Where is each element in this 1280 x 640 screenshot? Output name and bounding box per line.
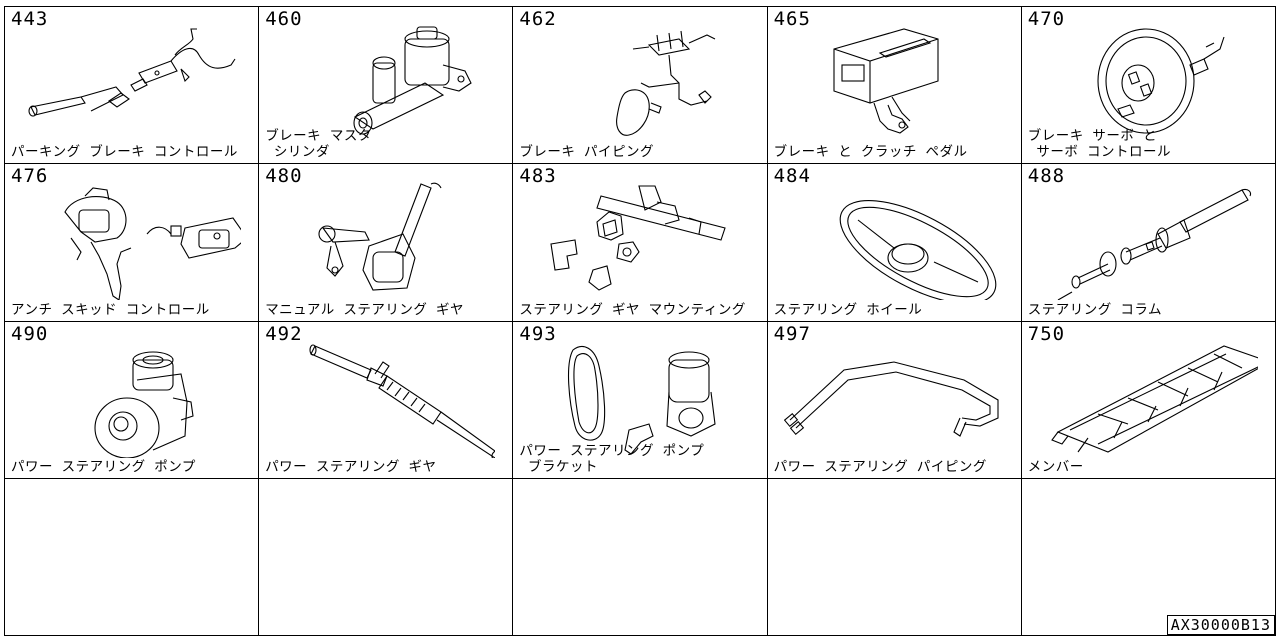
part-code: 492 — [265, 322, 303, 345]
part-label: アンチ スキッド コントロール — [11, 301, 210, 318]
part-cell-493[interactable]: 493 パワー ステアリング ポンプ ブラケット — [513, 321, 768, 479]
part-cell-490[interactable]: 490 パワー ステアリング ポンプ — [5, 321, 260, 479]
part-code: 462 — [519, 8, 557, 30]
power-steering-pump-icon — [94, 350, 194, 458]
part-code: 750 — [1027, 322, 1066, 345]
part-cell-476[interactable]: 476 アンチ スキッド コントロール — [5, 164, 260, 322]
part-label: パワー ステアリング ポンプ — [11, 458, 196, 475]
part-cell-483[interactable]: 483 ステアリング ギヤ マウンティング — [513, 164, 768, 322]
part-cell-462[interactable]: 462 ブレーキ パイピング — [513, 7, 768, 165]
part-code: 460 — [265, 8, 303, 30]
part-cell-470[interactable]: 470 ブレーキ サーボ と サーボ コントロール — [1021, 7, 1276, 165]
pedal-assembly-icon — [833, 28, 939, 134]
part-cell-465[interactable]: 465 ブレーキ と クラッチ ペダル — [767, 7, 1022, 165]
reference-code: AX30000B13 — [1166, 615, 1275, 635]
part-code: 465 — [773, 8, 811, 30]
part-code: 483 — [519, 165, 557, 188]
gear-mounting-icon — [550, 185, 727, 291]
brake-piping-icon — [616, 30, 716, 136]
parts-catalog-grid: 443 パーキング ブレーキ コントロール 460 — [4, 6, 1276, 636]
part-label: ブレーキ パイピング — [519, 144, 655, 161]
part-label: パワー ステアリング ポンプ ブラケット — [519, 442, 705, 475]
pump-bracket-icon — [568, 345, 716, 455]
part-cell-488[interactable]: 488 ステアリング コラム — [1021, 164, 1276, 322]
part-label: パワー ステアリング ギヤ — [265, 458, 437, 475]
part-cell-497[interactable]: 497 パワー ステアリング パイピング — [767, 321, 1022, 479]
member-frame-icon — [1050, 344, 1258, 453]
part-label: ステアリング ホイール — [773, 301, 923, 318]
master-cylinder-icon — [353, 26, 472, 135]
part-label: ステアリング コラム — [1027, 301, 1163, 318]
abs-unit-icon — [64, 187, 241, 301]
part-label: ブレーキ と クラッチ ペダル — [773, 144, 968, 161]
empty-cell — [513, 478, 768, 636]
rack-and-pinion-icon — [309, 343, 496, 458]
ps-piping-icon — [783, 360, 999, 437]
part-label: パーキング ブレーキ コントロール — [11, 144, 238, 161]
part-label: ブレーキ マスタ シリンダ — [265, 128, 372, 161]
part-code: 497 — [773, 322, 811, 345]
part-code: 493 — [519, 322, 557, 345]
part-code: 480 — [265, 165, 303, 188]
part-label: メンバー — [1027, 458, 1084, 475]
part-cell-750[interactable]: 750 メンバー — [1021, 321, 1276, 479]
part-code: 484 — [773, 165, 811, 188]
empty-cell — [259, 478, 514, 636]
brake-servo-icon — [1097, 28, 1225, 134]
empty-cell — [1021, 478, 1276, 636]
part-code: 443 — [11, 8, 49, 30]
part-cell-484[interactable]: 484 ステアリング ホイール — [767, 164, 1022, 322]
part-cell-443[interactable]: 443 パーキング ブレーキ コントロール — [5, 7, 260, 165]
part-code: 490 — [11, 322, 49, 345]
part-cell-460[interactable]: 460 ブレーキ マスタ シリンダ — [259, 7, 514, 165]
part-label: パワー ステアリング パイピング — [773, 458, 987, 475]
part-cell-492[interactable]: 492 パワー ステアリング ギヤ — [259, 321, 514, 479]
part-code: 488 — [1027, 165, 1066, 188]
empty-cell — [5, 478, 260, 636]
part-label: マニュアル ステアリング ギヤ — [265, 301, 465, 318]
steering-wheel-icon — [839, 200, 996, 301]
parking-brake-lever-icon — [28, 28, 236, 117]
steering-column-icon — [1057, 189, 1251, 301]
part-cell-480[interactable]: 480 マニュアル ステアリング ギヤ — [259, 164, 514, 322]
part-label: ステアリング ギヤ マウンティング — [519, 301, 746, 318]
empty-cell — [767, 478, 1022, 636]
manual-steering-gear-icon — [318, 182, 442, 291]
part-code: 470 — [1027, 8, 1066, 30]
part-label: ブレーキ サーボ と サーボ コントロール — [1027, 128, 1172, 161]
part-code: 476 — [11, 165, 49, 188]
